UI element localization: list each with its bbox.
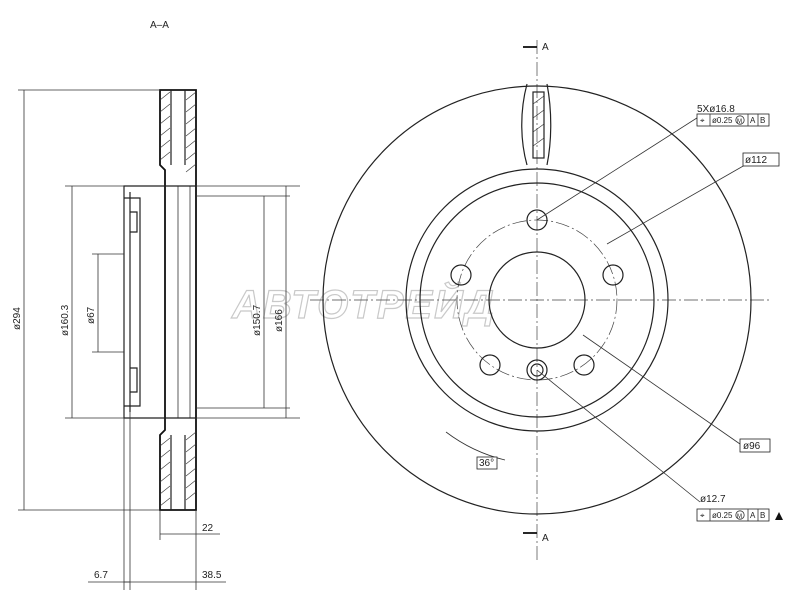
bolt-hole: [573, 354, 595, 376]
dim-67: ø67: [86, 306, 97, 324]
callout-d112: ø112: [745, 155, 767, 166]
front-view: A A: [310, 40, 770, 560]
disc-outer-edge: [322, 85, 752, 515]
dim-160-3: ø160.3: [60, 304, 71, 336]
watermark: АВТОТРЕЙД: [231, 280, 496, 327]
center-bore: [488, 251, 586, 349]
dim-294: ø294: [12, 307, 23, 330]
hub-hat-profile: [123, 185, 165, 419]
tolerance-symbol-icon: ⌖: [700, 116, 705, 125]
tolerance-datum-a: A: [750, 511, 756, 520]
bolt-hole: [526, 209, 548, 231]
dim-150-7: ø150.7: [252, 304, 263, 336]
tolerance-value: ø0.25: [712, 511, 733, 520]
section-hatching-top: [159, 91, 197, 173]
section-hatching-bottom: [159, 431, 197, 507]
tolerance-datum-a: A: [750, 116, 756, 125]
tolerance-value: ø0.25: [712, 116, 733, 125]
bolt-hole: [479, 354, 501, 376]
section-marker-bottom: A: [542, 533, 549, 544]
tolerance-modifier: M: [737, 119, 742, 125]
dim-22: 22: [202, 523, 214, 534]
locating-hole: [526, 359, 548, 381]
hat-outer: [419, 182, 655, 418]
section-title: A–A: [150, 20, 169, 31]
angle-arc: [445, 431, 506, 461]
callouts: 5Xø16.8 ⌖ ø0.25 M A B ø112 ø96 36° ø12.7…: [476, 104, 783, 522]
tolerance-frame-bottom: ⌖ ø0.25 M A B: [696, 508, 783, 522]
section-marker-top: A: [542, 42, 549, 53]
callout-angle: 36°: [479, 458, 494, 469]
callout-bolt-holes: 5Xø16.8: [697, 104, 735, 115]
tolerance-modifier: M: [737, 514, 742, 520]
tolerance-datum-b: B: [760, 116, 765, 125]
tolerance-frame-top: ⌖ ø0.25 M A B: [696, 113, 770, 127]
bolt-hole: [602, 264, 624, 286]
dim-166: ø166: [274, 309, 285, 332]
datum-triangle-icon: [775, 512, 783, 520]
dim-6-7: 6.7: [94, 570, 108, 581]
callout-d12-7: ø12.7: [700, 494, 726, 505]
bolt-hole: [450, 264, 472, 286]
friction-ring-profile: [159, 89, 197, 511]
section-view: A–A: [12, 20, 300, 590]
callout-d96: ø96: [743, 441, 761, 452]
friction-ring-inner: [405, 168, 669, 432]
tolerance-symbol-icon: ⌖: [700, 511, 705, 520]
tolerance-datum-b: B: [760, 511, 765, 520]
dim-38-5: 38.5: [202, 570, 222, 581]
